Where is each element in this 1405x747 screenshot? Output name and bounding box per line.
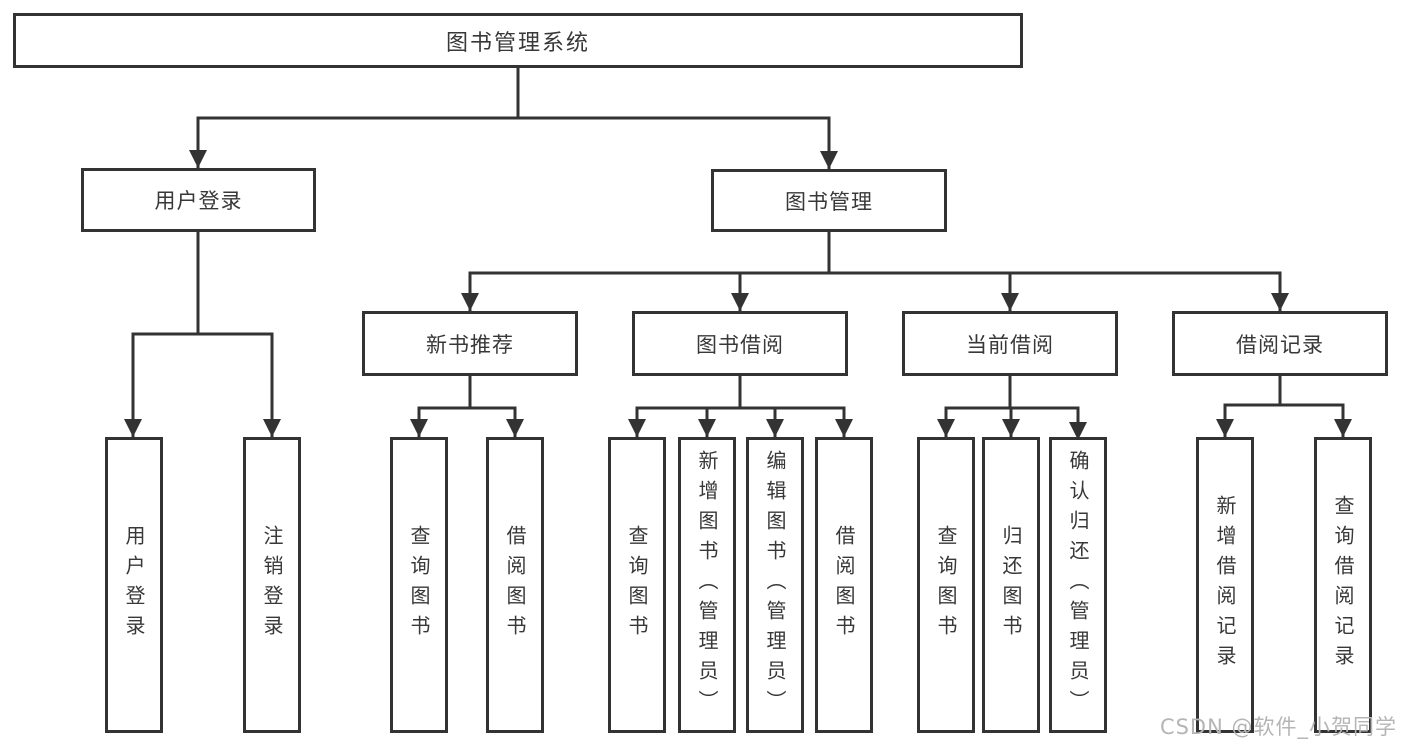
leaf-query-books: 查询图书 [608,437,666,733]
node-label: 用户登录 [122,525,146,645]
edge-user-login-to-leaves [124,232,281,437]
node-label: 当前借阅 [966,332,1054,357]
edge-book-borrow-to-leaves [628,376,853,437]
node-label: 借阅图书 [832,525,856,645]
edge-borrow-records-to-leaves [1216,376,1352,437]
edge-root-to-level2 [189,68,838,169]
node-label: 新书推荐 [426,332,514,357]
node-label: 查询借阅记录 [1331,495,1355,675]
node-root-system: 图书管理系统 [13,13,1023,68]
node-label: 归还图书 [999,525,1023,645]
leaf-borrow-books: 借阅图书 [815,437,873,733]
node-label: 图书管理系统 [445,30,590,56]
node-book-management: 图书管理 [711,169,947,232]
node-label: 借阅图书 [503,525,527,645]
edge-book-mgmt-to-sections [461,232,1289,311]
leaf-edit-books-admin: 编辑图书（管理员） [746,437,804,733]
leaf-query-books: 查询图书 [390,437,448,733]
leaf-add-borrow-record: 新增借阅记录 [1196,437,1254,733]
node-label: 新增图书（管理员） [695,450,719,720]
node-label: 确认归还（管理员） [1066,450,1090,720]
node-book-borrow: 图书借阅 [632,311,848,376]
node-label: 图书借阅 [696,332,784,357]
node-label: 用户登录 [154,189,243,213]
csdn-watermark: CSDN @软件_小贺同学 [1159,715,1397,739]
leaf-borrow-books: 借阅图书 [486,437,544,733]
edge-new-book-rec-to-leaves [410,376,524,437]
node-label: 借阅记录 [1236,332,1324,357]
leaf-return-books: 归还图书 [982,437,1040,733]
node-current-borrow: 当前借阅 [902,311,1118,376]
node-new-book-recommend: 新书推荐 [362,311,578,376]
leaf-query-borrow-record: 查询借阅记录 [1314,437,1372,733]
node-label: 编辑图书（管理员） [763,450,787,720]
node-label: 查询图书 [625,525,649,645]
node-label: 图书管理 [785,189,873,214]
leaf-user-login: 用户登录 [105,437,163,733]
edge-current-borrow-to-leaves [937,376,1087,440]
node-label: 新增借阅记录 [1213,495,1237,675]
node-label: 查询图书 [934,525,958,645]
node-label: 查询图书 [407,525,431,645]
node-user-login: 用户登录 [81,168,316,232]
node-label: 注销登录 [260,525,284,645]
leaf-logout: 注销登录 [243,437,301,733]
node-borrow-records: 借阅记录 [1172,311,1388,376]
leaf-query-books: 查询图书 [917,437,975,733]
leaf-add-books-admin: 新增图书（管理员） [678,437,736,733]
leaf-confirm-return-admin: 确认归还（管理员） [1049,437,1107,733]
